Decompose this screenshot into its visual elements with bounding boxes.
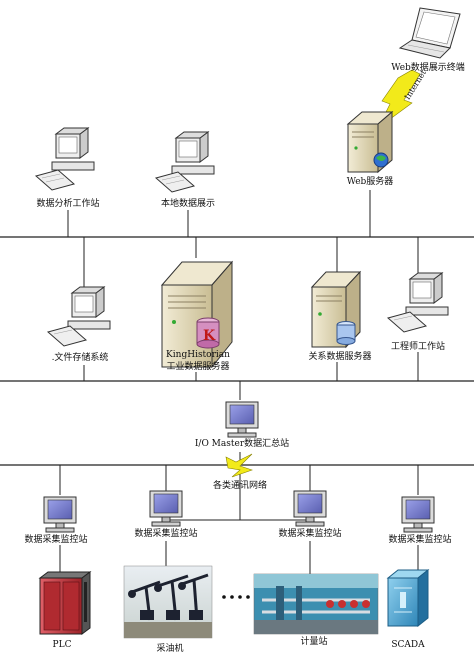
svg-text:K: K: [203, 328, 216, 344]
file-storage-label: .文件存储系统: [51, 353, 109, 363]
laptop-icon: [398, 7, 461, 59]
acquisition-station-4-icon: [401, 496, 435, 533]
oil-pump-photo: [123, 565, 213, 639]
oil-pump-label: 采油机: [156, 644, 184, 654]
engineer-workstation-icon: [386, 272, 449, 333]
metering-station-photo: [253, 573, 379, 635]
acquisition-station-3-label: 数据采集监控站: [278, 529, 342, 539]
acquisition-station-1-label: 数据采集监控站: [24, 535, 88, 545]
io-master-label: I/O Master数据汇总站: [194, 439, 290, 449]
kinghistorian-server-icon: K: [160, 260, 234, 369]
relational-db-server-icon: [310, 270, 362, 349]
web-server-icon: [346, 110, 394, 174]
kinghistorian-label: KingHistorian: [166, 350, 230, 360]
local-display-label: 本地数据展示: [160, 199, 216, 209]
acquisition-station-1-icon: [43, 496, 77, 533]
scada-unit-icon: [386, 568, 430, 628]
relational-db-server-label: 关系数据服务器: [308, 352, 372, 362]
metering-station-label: 计量站: [300, 637, 328, 647]
scada-label: SCADA: [391, 640, 425, 650]
connector-lines: [59, 190, 419, 577]
engineer-workstation-label: 工程师工作站: [390, 342, 446, 352]
comm-network-lightning-icon: [225, 453, 253, 478]
ellipsis-dots: [222, 595, 250, 599]
web-server-label: Web服务器: [346, 177, 394, 187]
plc-label: PLC: [52, 640, 72, 650]
analysis-workstation-label: 数据分析工作站: [36, 199, 100, 209]
local-display-workstation-icon: [154, 131, 215, 193]
plc-cabinet-icon: [38, 571, 92, 635]
acquisition-station-2-icon: [149, 490, 183, 527]
analysis-workstation-icon: [34, 127, 95, 191]
file-storage-workstation-icon: [46, 286, 111, 347]
acquisition-station-3-icon: [293, 490, 327, 527]
acquisition-station-2-label: 数据采集监控站: [134, 529, 198, 539]
web-terminal-label: Web数据展示终端: [391, 63, 465, 73]
comm-network-label: 各类通讯网络: [212, 481, 268, 491]
acquisition-station-4-label: 数据采集监控站: [388, 535, 452, 545]
industrial-data-server-label: 工业数据服务器: [166, 362, 230, 372]
io-master-monitor-icon: [225, 401, 259, 438]
